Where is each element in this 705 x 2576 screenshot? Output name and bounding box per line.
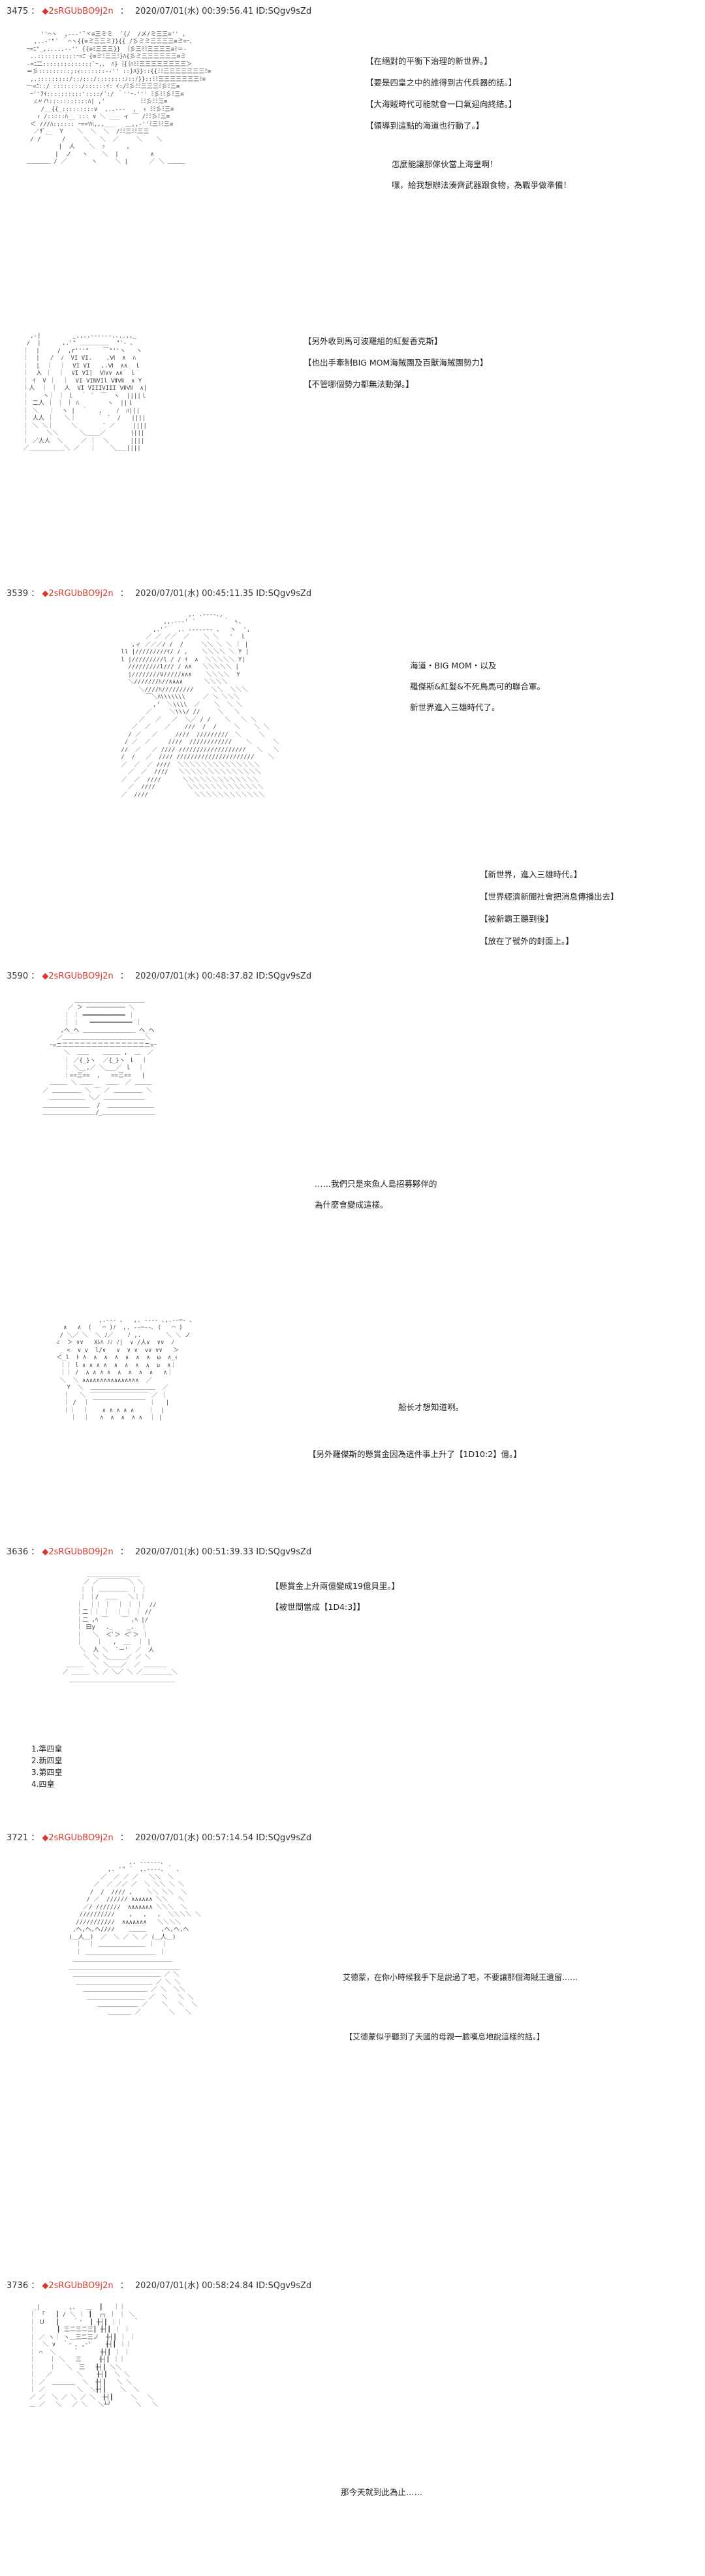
ascii-art-figure: ＿＿＿＿＿＿＿＿＿ ／ ／￣￣￣￣￣＼ ＼ ｜ ｜ ＿＿＿＿＿ ｜ ｜ ｜ ｜/… bbox=[62, 1571, 178, 1684]
narration-line: 【另外羅傑斯的懸賞金因為這件事上升了【1D10:2】億。】 bbox=[308, 1449, 522, 1459]
diamond-icon: ◆ bbox=[42, 1547, 49, 1557]
post-3721: 3721 ： ◆2sRGUbBO9j2n ： 2020/07/01(水) 00:… bbox=[0, 1832, 705, 2263]
diamond-icon: ◆ bbox=[42, 1833, 49, 1843]
poster-name[interactable]: 2sRGUbBO9j2n bbox=[48, 1833, 114, 1843]
narration-line: 【另外收到馬可波羅組的紅髮香克斯】 bbox=[304, 336, 443, 346]
post-header: 3539 ： ◆2sRGUbBO9j2n ： 2020/07/01(水) 00:… bbox=[7, 589, 312, 599]
ascii-art-figure: _| ,. ＿ ┃ ｜｜ ｜ 「 ┃ / ＼ ｜ ┃ ┌┐ ｜ ｜ ＼ ｜ Ｕ … bbox=[29, 2304, 159, 2409]
poster-name[interactable]: 2sRGUbBO9j2n bbox=[48, 7, 114, 16]
poster-name[interactable]: 2sRGUbBO9j2n bbox=[48, 971, 114, 981]
post-3636: 3636 ： ◆2sRGUbBO9j2n ： 2020/07/01(水) 00:… bbox=[0, 1546, 705, 1859]
poll-option: 4.四皇 bbox=[31, 1780, 55, 1789]
post-date: 2020/07/01(水) 00:48:37.82 ID:SQgv9sZd bbox=[134, 971, 312, 981]
narration-line: 【懸賞金上升兩億變成19億貝里。】 bbox=[271, 1581, 400, 1591]
narration-line: 【被新霸王聽到後】 bbox=[480, 914, 554, 924]
dialogue-line: 怎麼能讓那傢伙當上海皇啊！ bbox=[392, 159, 498, 169]
diamond-icon: ◆ bbox=[42, 589, 49, 599]
dialogue-line: 船长才想知道咧。 bbox=[398, 1402, 464, 1412]
narration-line: 【艾德蒙似乎聽到了天國的母親一臉嘆息地說這樣的話。】 bbox=[345, 2032, 545, 2041]
ascii-art-figure: ,. -‐‐‐‐-､ ,. '" ´ ,.-‐‐-､ ｀ ､ ／ ／ ／ ／ ＼… bbox=[69, 1859, 201, 2016]
ascii-art-figure: ''⌒ヽ ,-‐‐'¨ヾ≡三ミミ ´{/ /メ/ミ三三≡'' , ,..-'"´… bbox=[26, 31, 212, 166]
ascii-art-figure: ,.-‐‐ ､ ,. ‐‐‐‐ ､,.-‐─‐ ､ ∧ ∧ ( ⌒ )ﾉ ,. … bbox=[56, 1317, 193, 1422]
narration-line: 【在絕對的平衡下治理的新世界。】 bbox=[366, 56, 492, 66]
diamond-icon: ◆ bbox=[42, 2281, 49, 2291]
dialogue-line: 那今天就到此為止…… bbox=[341, 2487, 423, 2497]
poll-option: 2.新四皇 bbox=[31, 1756, 63, 1765]
narration-line: 【新世界，進入三雄時代。】 bbox=[480, 870, 582, 879]
post-number: 3475 bbox=[7, 7, 29, 16]
poll-option-selected: 3.第四皇 bbox=[31, 1768, 63, 1777]
narration-line: 【放在了號外的封面上。】 bbox=[480, 936, 574, 946]
ascii-art-figure: ＿＿＿＿＿＿＿＿＿＿＿＿ ／ ＞ ─────────── ＼ ｜ ｜ ━━━━━… bbox=[42, 997, 157, 1117]
post-3736: 3736 ： ◆2sRGUbBO9j2n ： 2020/07/01(水) 00:… bbox=[0, 2280, 705, 2567]
dialogue-line: 嘿，給我想辦法湊齊武器跟食物，為戰爭做準備！ bbox=[392, 180, 572, 190]
post-date: 2020/07/01(水) 00:58:24.84 ID:SQgv9sZd bbox=[134, 2281, 312, 2291]
poster-name[interactable]: 2sRGUbBO9j2n bbox=[48, 2281, 114, 2291]
post-date: 2020/07/01(水) 00:51:39.33 ID:SQgv9sZd bbox=[134, 1547, 312, 1557]
post-number: 3721 bbox=[7, 1833, 29, 1843]
post-number: 3539 bbox=[7, 589, 29, 599]
ascii-art-figure: ,. .-‐‐-､, ,,.--‐' ´ ｀ ヽ､ ,.'´ ,. ‐‐‐‐‐‐… bbox=[121, 611, 279, 798]
post-date: 2020/07/01(水) 00:39:56.41 ID:SQgv9sZd bbox=[134, 7, 312, 16]
narration-line: 【被世間當成【1D4:3】】 bbox=[271, 1602, 365, 1612]
post-header: 3736 ： ◆2sRGUbBO9j2n ： 2020/07/01(水) 00:… bbox=[7, 2281, 312, 2291]
diamond-icon: ◆ bbox=[42, 7, 49, 16]
post-date: 2020/07/01(水) 00:57:14.54 ID:SQgv9sZd bbox=[134, 1833, 312, 1843]
post-number: 3736 bbox=[7, 2281, 29, 2291]
poster-name[interactable]: 2sRGUbBO9j2n bbox=[48, 1547, 114, 1557]
narration-line: 【領導到這點的海道也行動了。】 bbox=[366, 121, 484, 131]
narration-line: 【也出手牽制BIG MOM海賊團及百獸海賊團勢力】 bbox=[304, 358, 488, 368]
dialogue-line: 海道・BIG MOM・以及 bbox=[410, 661, 497, 670]
poster-name[interactable]: 2sRGUbBO9j2n bbox=[48, 589, 114, 599]
post-number: 3636 bbox=[7, 1547, 29, 1557]
post-3475: 3475 ： ◆2sRGUbBO9j2n ： 2020/07/01(水) 00:… bbox=[0, 5, 705, 573]
dialogue-line: 艾德蒙，在你小時候我手下是說過了吧，不要讓那個海賊王遺留…… bbox=[343, 1973, 578, 1982]
dialogue-line: 新世界進入三雄時代了。 bbox=[410, 702, 500, 712]
post-date: 2020/07/01(水) 00:45:11.35 ID:SQgv9sZd bbox=[134, 589, 312, 599]
post-header: 3475 ： ◆2sRGUbBO9j2n ： 2020/07/01(水) 00:… bbox=[7, 7, 312, 16]
post-header: 3590 ： ◆2sRGUbBO9j2n ： 2020/07/01(水) 00:… bbox=[7, 971, 312, 981]
dialogue-line: 羅傑斯&紅髮&不死鳥馬可的聯合軍。 bbox=[410, 682, 545, 691]
dialogue-line: 為什麼會變成這樣。 bbox=[315, 1200, 388, 1210]
narration-line: 【大海賊時代可能就會一口氣迎向終結。】 bbox=[366, 99, 517, 109]
post-3539: 3539 ： ◆2sRGUbBO9j2n ： 2020/07/01(水) 00:… bbox=[0, 588, 705, 953]
narration-line: 【要是四皇之中的誰得到古代兵器的話。】 bbox=[366, 78, 517, 87]
post-header: 3636 ： ◆2sRGUbBO9j2n ： 2020/07/01(水) 00:… bbox=[7, 1547, 312, 1557]
dialogue-line: ……我們只是來魚人島招募夥伴的 bbox=[315, 1179, 437, 1189]
post-header: 3721 ： ◆2sRGUbBO9j2n ： 2020/07/01(水) 00:… bbox=[7, 1833, 312, 1843]
narration-line: 【不管哪個勢力都無法動彈。】 bbox=[304, 379, 414, 389]
ascii-art-figure: ,-| _,,..------....,,_ / | ,.'" ＿＿＿＿＿ "'… bbox=[23, 332, 148, 452]
narration-line: 【世界經濟新聞社會把消息傳播出去】 bbox=[480, 892, 619, 902]
post-number: 3590 bbox=[7, 971, 29, 981]
diamond-icon: ◆ bbox=[42, 971, 49, 981]
post-3590: 3590 ： ◆2sRGUbBO9j2n ： 2020/07/01(水) 00:… bbox=[0, 970, 705, 1531]
poll-option: 1.準四皇 bbox=[31, 1744, 63, 1753]
